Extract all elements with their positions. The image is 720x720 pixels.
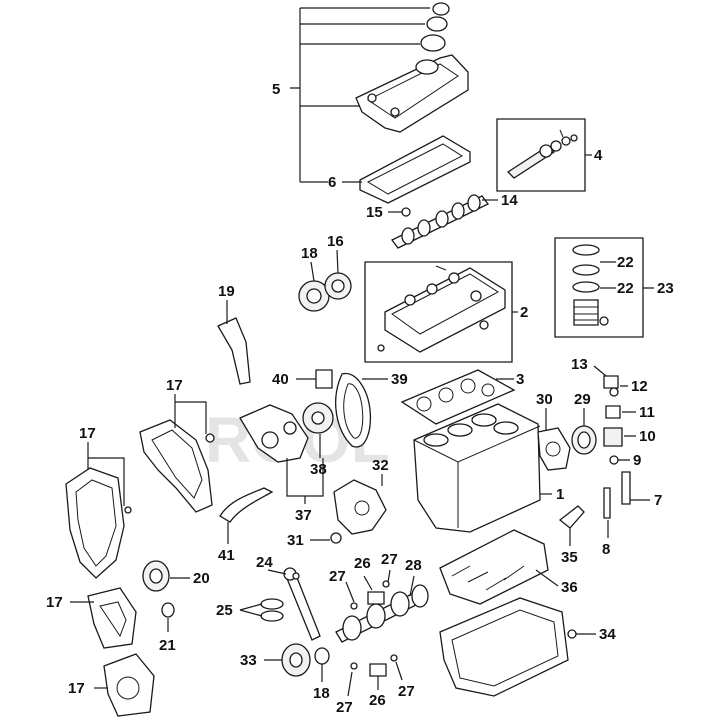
callout-39: 39 bbox=[391, 371, 408, 388]
callout-31: 31 bbox=[287, 532, 304, 549]
cylinder-head-gasket bbox=[400, 369, 516, 425]
oil-filter-housing bbox=[603, 375, 623, 465]
callout-15: 15 bbox=[366, 204, 383, 221]
callout-26-upper: 26 bbox=[354, 555, 371, 572]
crank-seal-18 bbox=[314, 647, 330, 665]
harmonic-balancer bbox=[281, 643, 311, 677]
callout-35: 35 bbox=[561, 549, 578, 566]
timing-chain-guide bbox=[217, 317, 251, 385]
bolt-31 bbox=[330, 532, 342, 544]
callout-32: 32 bbox=[372, 457, 389, 474]
callout-17-bottom: 17 bbox=[68, 680, 85, 697]
crankshaft bbox=[335, 584, 429, 643]
main-bearing-cap bbox=[367, 591, 387, 677]
bolt-21 bbox=[161, 602, 175, 618]
callout-21: 21 bbox=[159, 637, 176, 654]
callout-22-lower: 22 bbox=[617, 280, 634, 297]
valve-cover bbox=[355, 54, 469, 133]
callout-12: 12 bbox=[631, 378, 648, 395]
camshaft-sprocket-18 bbox=[298, 280, 330, 312]
timing-chain bbox=[335, 372, 372, 448]
callout-23: 23 bbox=[657, 280, 674, 297]
callout-1: 1 bbox=[556, 486, 564, 503]
engine-block bbox=[413, 403, 541, 533]
oil-pump-sprocket bbox=[302, 402, 334, 434]
callout-7: 7 bbox=[654, 492, 662, 509]
camshaft bbox=[391, 194, 489, 249]
callout-29: 29 bbox=[574, 391, 591, 408]
callout-18-upper: 18 bbox=[301, 245, 318, 262]
callout-2: 2 bbox=[520, 304, 528, 321]
camshaft-sprocket-16 bbox=[324, 272, 352, 300]
callout-26-lower: 26 bbox=[369, 692, 386, 709]
callout-17-lower-left: 17 bbox=[46, 594, 63, 611]
valve-spring-kit bbox=[554, 237, 644, 338]
oil-pan bbox=[439, 597, 577, 697]
callout-10: 10 bbox=[639, 428, 656, 445]
callout-14: 14 bbox=[501, 192, 518, 209]
front-seal-plate bbox=[87, 587, 137, 649]
callout-13: 13 bbox=[571, 356, 588, 373]
valve-cover-gasket bbox=[359, 135, 471, 204]
callout-37: 37 bbox=[295, 507, 312, 524]
rear-main-seal-housing bbox=[103, 653, 155, 717]
callout-24: 24 bbox=[256, 554, 273, 571]
fuel-injector-kit bbox=[496, 118, 586, 192]
sensor-40 bbox=[315, 369, 333, 389]
crankshaft-pulley bbox=[142, 560, 170, 592]
oil-pump-housing bbox=[239, 404, 309, 463]
callout-17-inner: 17 bbox=[166, 377, 183, 394]
callout-36: 36 bbox=[561, 579, 578, 596]
callout-11: 11 bbox=[639, 404, 655, 421]
callout-17-front: 17 bbox=[79, 425, 96, 442]
callout-3: 3 bbox=[516, 371, 524, 388]
callout-33: 33 bbox=[240, 652, 257, 669]
callout-22-upper: 22 bbox=[617, 254, 634, 271]
timing-cover-front bbox=[65, 467, 132, 579]
callout-28: 28 bbox=[405, 557, 422, 574]
callout-18-lower: 18 bbox=[313, 685, 330, 702]
coolant-pipe bbox=[219, 487, 274, 523]
callout-27-upper-right: 27 bbox=[381, 551, 398, 568]
oil-pump bbox=[333, 479, 387, 535]
callout-41: 41 bbox=[218, 547, 235, 564]
callout-34: 34 bbox=[599, 626, 616, 643]
callout-5: 5 bbox=[272, 81, 280, 98]
callout-40: 40 bbox=[272, 371, 289, 388]
callout-27-lower-right: 27 bbox=[398, 683, 415, 700]
callout-30: 30 bbox=[536, 391, 553, 408]
callout-4: 4 bbox=[594, 147, 603, 164]
oil-dipstick bbox=[603, 471, 631, 519]
connecting-rod bbox=[260, 567, 321, 641]
callout-19: 19 bbox=[218, 283, 235, 300]
callout-27-upper-left: 27 bbox=[329, 568, 346, 585]
bracket-35 bbox=[558, 505, 585, 529]
callout-6: 6 bbox=[328, 174, 336, 191]
callout-8: 8 bbox=[602, 541, 610, 558]
callout-16: 16 bbox=[327, 233, 344, 250]
cylinder-head bbox=[364, 261, 513, 363]
crankshaft-seal bbox=[571, 425, 597, 455]
callout-20: 20 bbox=[193, 570, 210, 587]
callout-27-lower-left: 27 bbox=[336, 699, 353, 716]
callout-labels: 5 4 6 14 15 18 16 22 22 23 19 2 13 40 39… bbox=[46, 81, 674, 716]
rear-seal-plate bbox=[537, 427, 571, 471]
callout-38: 38 bbox=[310, 461, 327, 478]
callout-9: 9 bbox=[633, 452, 641, 469]
leader-lines bbox=[70, 7, 654, 697]
timing-cover-inner bbox=[139, 419, 215, 513]
lower-intake-manifold bbox=[439, 529, 549, 605]
callout-25: 25 bbox=[216, 602, 233, 619]
bolts-27 bbox=[350, 580, 398, 670]
oil-filler-cap bbox=[420, 2, 450, 52]
